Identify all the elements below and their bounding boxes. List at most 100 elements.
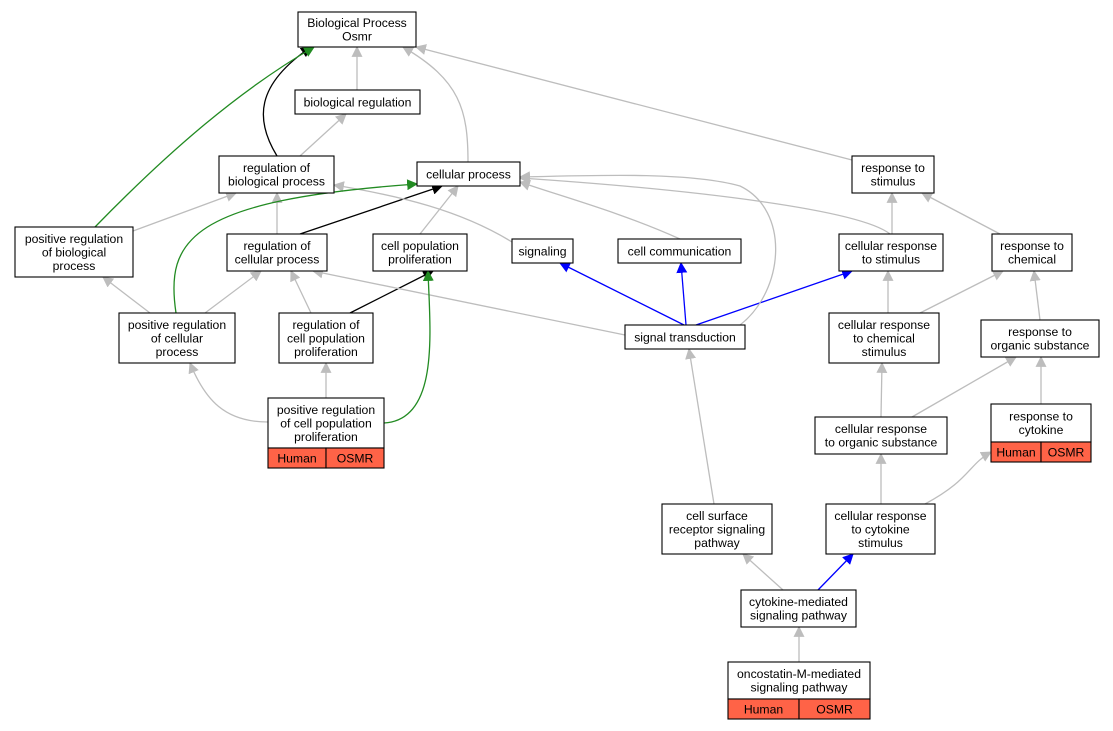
node-box <box>14 226 134 278</box>
node-label-line: to chemical <box>853 331 915 345</box>
edge-response-to-stimulus-to-bp <box>414 44 853 161</box>
node-box <box>297 11 417 48</box>
node-label-line: of cell population <box>280 416 371 430</box>
node-label-line: process <box>53 259 96 273</box>
node-label-line: biological process <box>228 175 325 189</box>
node-label-line: cellular response <box>845 239 937 253</box>
annotation-gene: OSMR <box>1048 445 1085 459</box>
node-label-line: cell population <box>381 239 459 253</box>
node-label-line: to organic substance <box>825 436 938 450</box>
annotation-cell <box>1040 441 1092 463</box>
edge-response-to-organic-substance-to-response-to-chemical <box>1029 269 1041 321</box>
node-label-line: regulation of <box>243 239 311 253</box>
node-cell-communication[interactable]: cell communication <box>617 238 742 264</box>
annotation-gene: OSMR <box>337 451 374 465</box>
edge-signal-transduction-to-regulation-of-cellular-process <box>311 267 626 336</box>
node-box <box>624 324 746 350</box>
node-box <box>278 312 374 364</box>
node-label-line: pathway <box>694 536 740 550</box>
node-label-line: stimulus <box>871 175 916 189</box>
node-label-line: cellular response <box>834 509 926 523</box>
node-box <box>617 238 742 264</box>
edge-signal-transduction-to-cell-communication <box>676 261 688 326</box>
edge-regulation-of-biological-process-to-biological-regulation <box>299 113 347 157</box>
node-box <box>825 503 936 555</box>
edge-regulation-of-cellular-process-to-cellular-process <box>299 183 444 235</box>
node-label-line: cell population <box>287 331 365 345</box>
node-biological-regulation[interactable]: biological regulation <box>294 89 421 115</box>
node-label-line: proliferation <box>294 345 358 359</box>
node-label-line: cytokine-mediated <box>749 595 848 609</box>
node-label-line: cellular response <box>838 318 930 332</box>
node-label-line: cytokine <box>1019 423 1064 437</box>
node-label-line: cellular response <box>835 422 927 436</box>
node-label-line: organic substance <box>991 339 1090 353</box>
edge-regulation-of-cell-population-proliferation-to-cell-population-proliferation <box>349 270 434 314</box>
node-box <box>828 312 940 364</box>
edge-positive-regulation-of-cell-population-proliferation-to-cell-population-proliferation <box>383 269 434 424</box>
node-box <box>838 233 944 272</box>
node-box <box>218 155 335 194</box>
node-box <box>814 416 948 455</box>
node-label-line: response to <box>1009 410 1073 424</box>
node-box <box>226 233 328 272</box>
node-label-line: biological regulation <box>304 95 412 109</box>
node-label-line: proliferation <box>294 430 358 444</box>
node-label-line: stimulus <box>862 345 907 359</box>
edge-cellular-response-to-organic-substance-to-response-to-organic-substance <box>911 356 1017 418</box>
edge-positive-regulation-of-biological-process-to-regulation-of-biological-process <box>132 191 238 232</box>
annotation-cell <box>325 447 385 469</box>
node-label-line: regulation of <box>292 318 360 332</box>
node-label-line: positive regulation <box>128 318 226 332</box>
node-signaling[interactable]: signaling <box>511 238 574 264</box>
node-label-line: process <box>156 345 199 359</box>
edge-cellular-response-to-chemical-stimulus-to-response-to-chemical <box>919 270 1004 314</box>
node-signal-transduction[interactable]: signal transduction <box>624 324 746 350</box>
node-label-line: receptor signaling <box>669 522 765 536</box>
edge-cellular-process-to-bp <box>402 46 469 163</box>
edge-positive-regulation-of-cell-population-proliferation-to-positive-regulation-of-cellular-process <box>188 361 269 423</box>
node-label-line: cell communication <box>628 244 732 258</box>
edge-regulation-of-biological-process-to-bp <box>262 46 312 157</box>
node-box <box>727 661 871 700</box>
node-label-line: of cellular <box>151 331 203 345</box>
edge-signal-transduction-to-signaling <box>559 262 685 326</box>
edge-cell-surface-receptor-signaling-pathway-to-signal-transduction <box>685 347 715 505</box>
node-label-line: positive regulation <box>25 232 123 246</box>
node-box <box>267 397 385 449</box>
node-label-line: chemical <box>1008 253 1056 267</box>
node-box <box>118 312 236 364</box>
edge-positive-regulation-of-cellular-process-to-positive-regulation-of-biological-process <box>102 276 151 314</box>
node-label-line: signaling pathway <box>751 681 849 695</box>
edge-cytokine-mediated-signaling-pathway-to-cell-surface-receptor-signaling-pathway <box>742 553 784 591</box>
annotation-species: Human <box>277 451 316 465</box>
edge-cellular-response-to-stimulus-to-cellular-process <box>518 173 891 235</box>
node-cellular-process[interactable]: cellular process <box>416 161 521 187</box>
node-label-line: cellular process <box>426 167 511 181</box>
node-box <box>294 89 421 115</box>
node-label-line: stimulus <box>858 536 903 550</box>
node-label-line: Osmr <box>342 30 372 44</box>
node-label-line: to cytokine <box>851 522 909 536</box>
node-label-line: of biological <box>42 245 106 259</box>
